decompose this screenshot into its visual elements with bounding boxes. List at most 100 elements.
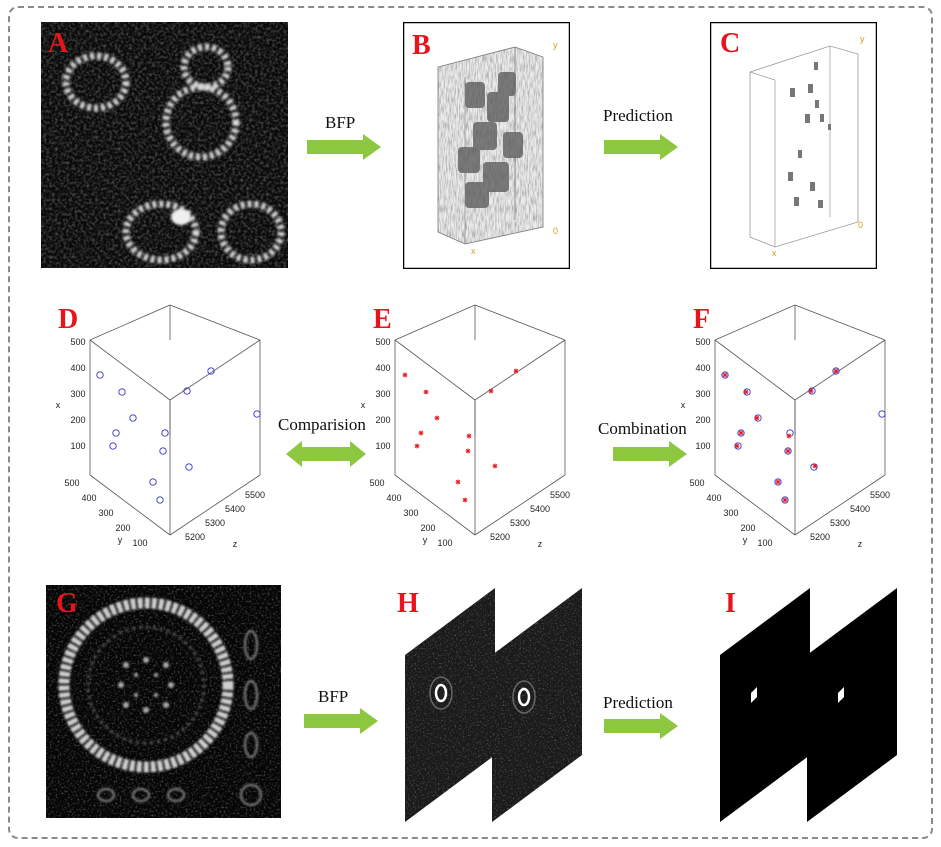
x-tick-label: 200 [375,415,390,425]
x-axis-label: x [56,400,61,410]
panel-label-h: H [397,588,419,619]
z-tick-label: 5200 [185,532,205,542]
x-tick-label: 400 [70,363,85,373]
circle-marker [784,447,792,455]
y-tick-label: 200 [420,523,435,533]
x-tick-label: 200 [70,415,85,425]
y-tick-label: 100 [437,538,452,548]
x-tick-label: 100 [695,441,710,451]
figure-frame [8,6,933,839]
star-marker [418,430,424,436]
x-tick-label: 500 [695,337,710,347]
volume-axis-x: x [471,246,476,256]
panel-a-image [41,22,288,268]
star-marker [786,433,792,439]
volume-axis-x: x [772,248,777,258]
y-axis-label: y [423,535,428,545]
y-tick-label: 100 [132,538,147,548]
x-tick-label: 100 [70,441,85,451]
y-tick-label: 300 [723,508,738,518]
circle-marker [183,387,191,395]
circle-marker [737,429,745,437]
arrow-right-icon [307,134,381,160]
y-tick-label: 300 [403,508,418,518]
z-tick-label: 5300 [830,518,850,528]
step-label-bfp-bottom: BFP [318,687,349,706]
circle-marker [159,447,167,455]
circle-marker [832,367,840,375]
circle-marker [96,371,104,379]
star-marker [455,479,461,485]
y-tick-label: 200 [740,523,755,533]
step-label-comparision: Comparision [278,415,366,434]
arrow-right-icon [604,713,678,739]
panel-label-i: I [725,588,736,619]
z-tick-label: 5200 [810,532,830,542]
cube-edge [394,339,476,401]
circle-marker [774,478,782,486]
cube-edge [89,474,171,536]
panel-label-e: E [373,304,392,335]
circle-marker [810,463,818,471]
y-axis-label: y [118,535,123,545]
star-marker [434,415,440,421]
panel-label-d: D [58,304,79,335]
panel-label-f: F [693,304,711,335]
circle-marker [156,496,164,504]
step-label-prediction-bottom: Prediction [603,693,673,712]
cube-edge [794,304,886,341]
x-tick-label: 100 [375,441,390,451]
z-tick-label: 5500 [245,490,265,500]
y-tick-label: 200 [115,523,130,533]
cube-edge [714,339,796,401]
circle-marker [185,463,193,471]
star-marker [833,368,839,374]
cube-edge [169,339,261,401]
panel-b-volume: y 0 x [403,22,570,269]
panel-c-volume: y 0 x [710,22,877,269]
x-tick-label: 300 [695,389,710,399]
cube-edge [474,474,566,536]
cube-edge [169,474,261,536]
z-tick-label: 5200 [490,532,510,542]
star-marker [722,372,728,378]
z-axis-label: z [858,539,863,549]
star-marker [488,388,494,394]
star-marker [492,463,498,469]
circle-marker [161,429,169,437]
circle-marker [781,496,789,504]
cube-edge [89,304,171,341]
panel-label-a: A [48,28,69,59]
star-marker [414,443,420,449]
x-tick-label: 500 [375,337,390,347]
y-tick-label: 100 [757,538,772,548]
circle-marker [207,367,215,375]
cube-edge [474,304,566,341]
circle-marker [878,410,886,418]
step-label-combination: Combination [598,419,687,438]
y-tick-label: 500 [689,478,704,488]
cube-edge [714,474,796,536]
x-tick-label: 400 [695,363,710,373]
circle-marker [109,442,117,450]
cube-edge [169,304,261,341]
y-tick-label: 500 [369,478,384,488]
cube-edge [394,474,476,536]
star-marker [754,415,760,421]
x-axis-label: x [681,400,686,410]
y-tick-label: 500 [64,478,79,488]
star-marker [743,389,749,395]
star-marker [812,463,818,469]
star-marker [734,443,740,449]
circle-marker [112,429,120,437]
y-tick-label: 400 [386,493,401,503]
x-axis-label: x [361,400,366,410]
star-marker [785,448,791,454]
star-marker [462,497,468,503]
volume-axis-zero: 0 [858,220,863,230]
circle-marker [149,478,157,486]
cube-edge [714,304,796,341]
